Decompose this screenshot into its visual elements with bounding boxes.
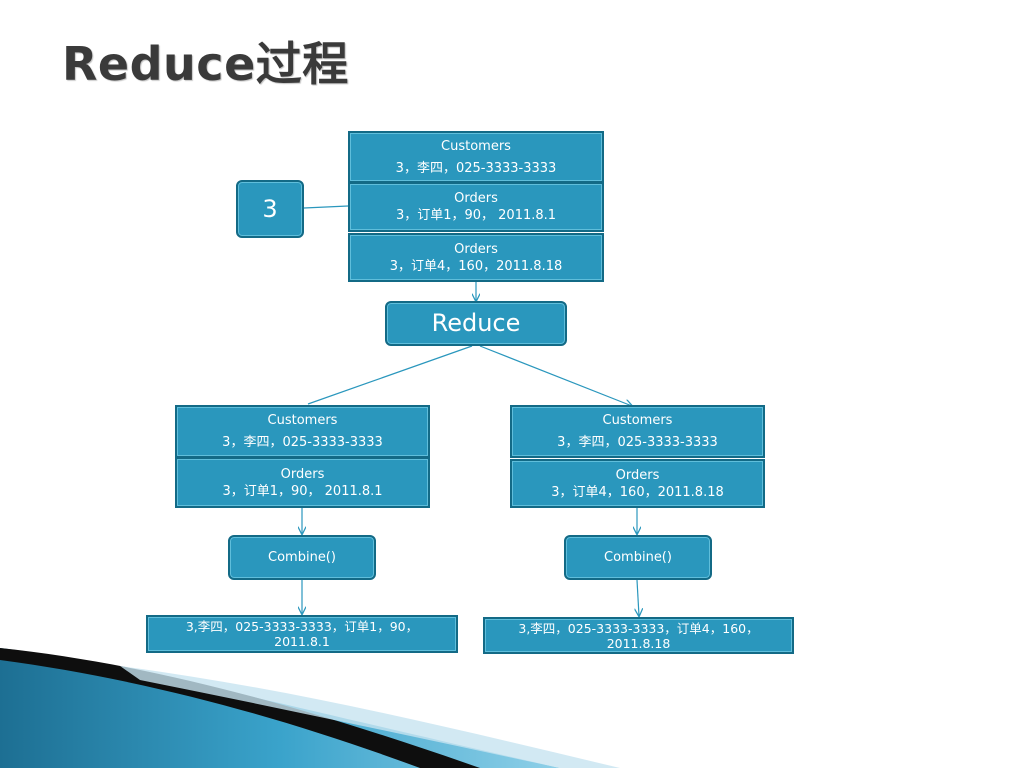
right-customers-box: Customers 3，李四，025-3333-3333 xyxy=(510,405,765,458)
right-combine-box: Combine() xyxy=(564,535,712,580)
right-orders-box: Orders 3，订单4，160，2011.8.18 xyxy=(510,459,765,508)
orders-value: 3，订单1，90， 2011.8.1 xyxy=(395,208,557,223)
orders-label: Orders xyxy=(454,191,498,206)
split-line-left xyxy=(307,345,473,405)
orders-label: Orders xyxy=(615,467,660,483)
left-combine-box: Combine() xyxy=(228,535,376,580)
orders-label: Orders xyxy=(280,466,325,482)
top-order1-box: Orders 3，订单1，90， 2011.8.1 xyxy=(348,182,604,232)
reduce-label: Reduce xyxy=(431,309,521,337)
top-order2-box: Orders 3，订单4，160，2011.8.18 xyxy=(348,233,604,282)
customers-value: 3，李四，025-3333-3333 xyxy=(222,435,383,450)
result-line-1: 3,李四，025-3333-3333，订单4，160， xyxy=(518,621,759,636)
customers-label: Customers xyxy=(441,138,511,154)
orders-label: Orders xyxy=(454,241,498,257)
result-line-2: 2011.8.18 xyxy=(606,636,671,651)
key-connector-line xyxy=(303,205,349,209)
customers-label: Customers xyxy=(267,413,338,428)
right-result-box: 3,李四，025-3333-3333，订单4，160， 2011.8.18 xyxy=(483,617,794,654)
orders-value: 3，订单1，90， 2011.8.1 xyxy=(222,483,383,499)
decorative-swoosh xyxy=(0,648,620,768)
orders-value: 3，订单4，160，2011.8.18 xyxy=(389,258,563,274)
customers-label: Customers xyxy=(602,413,673,428)
combine-label: Combine() xyxy=(268,550,336,565)
page-title: Reduce过程 xyxy=(62,37,349,91)
orders-value: 3，订单4，160，2011.8.18 xyxy=(551,484,724,500)
customers-value: 3，李四，025-3333-3333 xyxy=(395,160,557,176)
key-box: 3 xyxy=(236,180,304,238)
combine-label: Combine() xyxy=(604,550,672,565)
reduce-box: Reduce xyxy=(385,301,567,346)
left-result-box: 3,李四，025-3333-3333，订单1，90， 2011.8.1 xyxy=(146,615,458,653)
arrow-right-to-result xyxy=(637,579,639,616)
result-line-1: 3,李四，025-3333-3333，订单1，90， xyxy=(185,619,419,634)
left-orders-box: Orders 3，订单1，90， 2011.8.1 xyxy=(175,457,430,508)
left-customers-box: Customers 3，李四，025-3333-3333 xyxy=(175,405,430,458)
split-line-right xyxy=(479,345,632,406)
result-line-2: 2011.8.1 xyxy=(274,634,330,649)
key-value: 3 xyxy=(262,194,278,223)
customers-value: 3，李四，025-3333-3333 xyxy=(557,435,718,450)
top-customers-box: Customers 3，李四，025-3333-3333 xyxy=(348,131,604,183)
